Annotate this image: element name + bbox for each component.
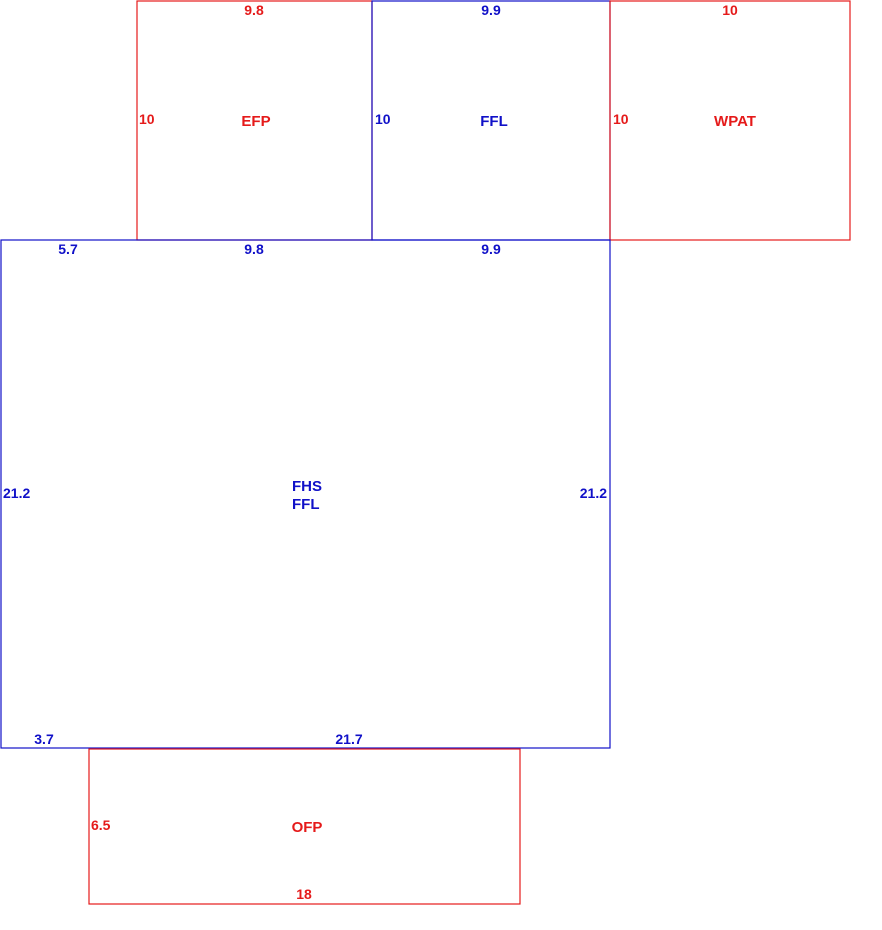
area-fhs-label-line1: FHS — [292, 478, 322, 495]
area-efp-top-dimension: 9.8 — [244, 2, 264, 18]
area-ffl-upper-left-dimension: 10 — [375, 111, 391, 127]
area-fhs-outline — [0, 239, 611, 749]
area-wpat-top-dimension: 10 — [722, 2, 738, 18]
area-ffl-upper-top-dimension: 9.9 — [481, 2, 501, 18]
area-fhs-right-dimension: 21.2 — [580, 485, 607, 501]
area-wpat: WPAT 10 10 — [609, 0, 851, 241]
area-ffl-upper-label: FFL — [480, 113, 508, 130]
area-fhs-left-dimension: 21.2 — [3, 485, 30, 501]
area-fhs: FHS FFL 5.7 9.8 9.9 21.2 21.2 3.7 21.7 — [0, 239, 611, 749]
area-ofp-left-dimension: 6.5 — [91, 817, 111, 833]
area-ofp: OFP 6.5 18 — [88, 748, 521, 905]
area-ffl-upper: FFL 9.9 10 — [371, 0, 611, 241]
area-wpat-label: WPAT — [714, 113, 756, 130]
area-efp: EFP 9.8 10 — [136, 0, 373, 241]
area-fhs-bottom-mid-dimension: 21.7 — [335, 731, 362, 747]
area-ofp-label: OFP — [292, 819, 323, 836]
area-wpat-outline — [609, 0, 851, 241]
area-efp-label: EFP — [241, 113, 270, 130]
area-ofp-outline — [88, 748, 521, 905]
area-fhs-bottom-left-dimension: 3.7 — [34, 731, 54, 747]
area-fhs-top-right-dimension: 9.9 — [481, 241, 501, 257]
area-ofp-bottom-dimension: 18 — [296, 886, 312, 902]
area-fhs-top-left-dimension: 5.7 — [58, 241, 78, 257]
area-fhs-label-line2: FFL — [292, 496, 320, 513]
area-efp-left-dimension: 10 — [139, 111, 155, 127]
area-fhs-top-mid-dimension: 9.8 — [244, 241, 264, 257]
area-wpat-left-dimension: 10 — [613, 111, 629, 127]
